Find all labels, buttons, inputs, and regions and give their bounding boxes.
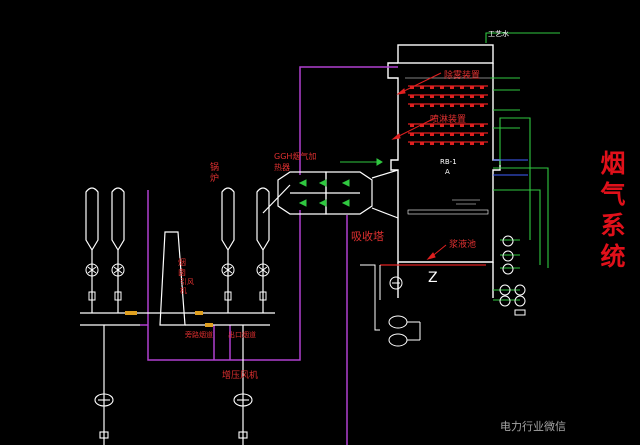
- absorber-tower: [387, 44, 501, 298]
- watermark: 电力行业微信: [500, 420, 566, 433]
- flue-header: [80, 184, 291, 445]
- green-lines: [485, 32, 560, 301]
- ggh-heater: [277, 169, 399, 219]
- absorber-label: 吸收塔: [351, 230, 384, 243]
- purple-ducts: [140, 66, 398, 361]
- induced-draft-fans: [85, 263, 270, 301]
- slurry-system: [360, 264, 421, 347]
- outlet-label: 出口烟道: [228, 331, 256, 339]
- chimney: [159, 231, 186, 326]
- leader-arrows: [391, 72, 447, 260]
- boiler-label: 锅炉: [210, 163, 220, 184]
- tower-interior: [407, 199, 489, 215]
- fan-room-label: 引风机: [180, 278, 194, 295]
- demister-upper-label: 除雾装置: [444, 71, 481, 81]
- boiler-units: [85, 187, 270, 252]
- slurry-pool-label: 浆液池: [449, 240, 477, 250]
- side-title: 烟气系统: [600, 149, 626, 271]
- bypass-label: 旁路烟道: [185, 331, 213, 339]
- circulation-pumps: [499, 235, 526, 316]
- agitator-label: Z: [428, 270, 438, 286]
- booster-fan-label: 增压风机: [222, 371, 259, 381]
- booster-fans: [94, 393, 253, 439]
- dampers: [125, 311, 213, 327]
- spray-label: 喷淋装置: [430, 115, 467, 125]
- chimney-label: 烟囱: [178, 258, 186, 277]
- process-water-label: 工艺水: [488, 30, 509, 38]
- tower-id-label: RB-1: [440, 158, 457, 166]
- tower-letter-label: A: [445, 168, 450, 176]
- ggh-flow-arrows: [298, 158, 383, 207]
- blue-lines: [493, 159, 528, 176]
- ggh-label: GGH烟气加热器: [274, 152, 317, 172]
